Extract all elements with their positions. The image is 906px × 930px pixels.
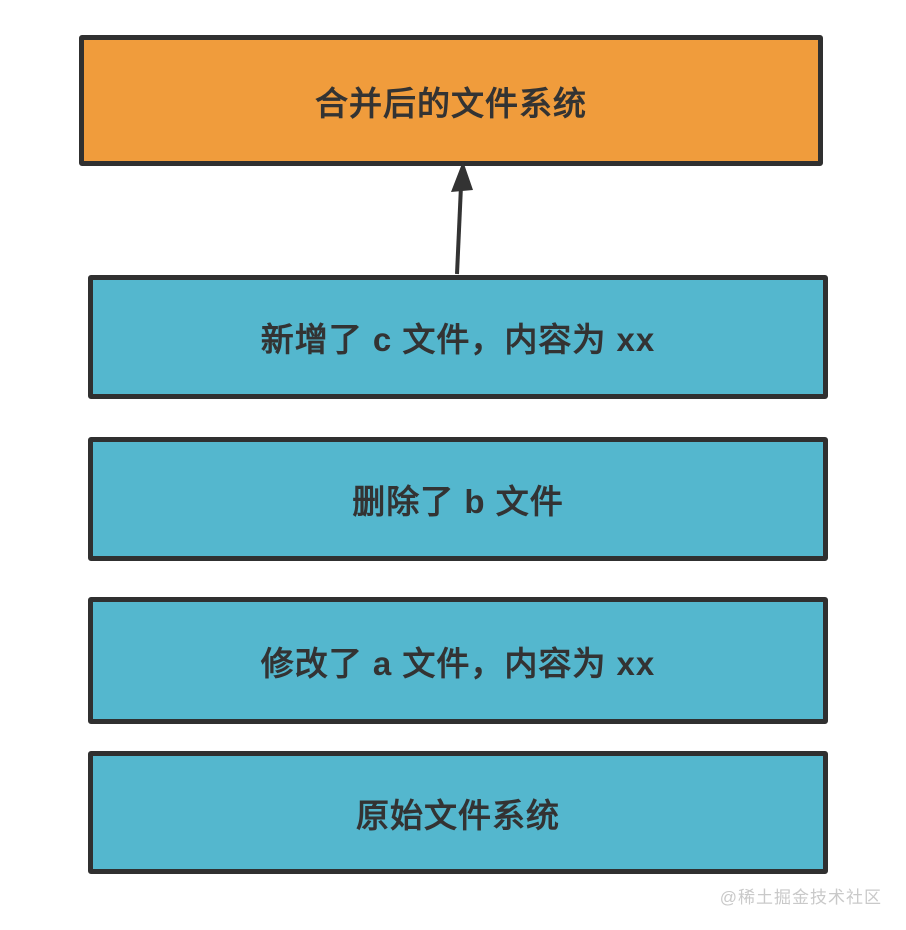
merged-filesystem-box: 合并后的文件系统 (79, 35, 823, 166)
step-box-add-c: 新增了 c 文件，内容为 xx (88, 275, 828, 399)
watermark: @稀土掘金技术社区 (719, 888, 882, 907)
original-filesystem-label: 原始文件系统 (356, 796, 560, 834)
step-add-c-label: 新增了 c 文件，内容为 xx (260, 321, 656, 358)
step-box-delete-b: 删除了 b 文件 (88, 437, 828, 561)
step-delete-b-label: 删除了 b 文件 (352, 483, 564, 520)
merged-filesystem-label: 合并后的文件系统 (315, 84, 587, 122)
step-modify-a-label: 修改了 a 文件，内容为 xx (260, 644, 656, 682)
step-box-modify-a: 修改了 a 文件，内容为 xx (88, 597, 828, 724)
original-filesystem-box: 原始文件系统 (88, 751, 828, 874)
